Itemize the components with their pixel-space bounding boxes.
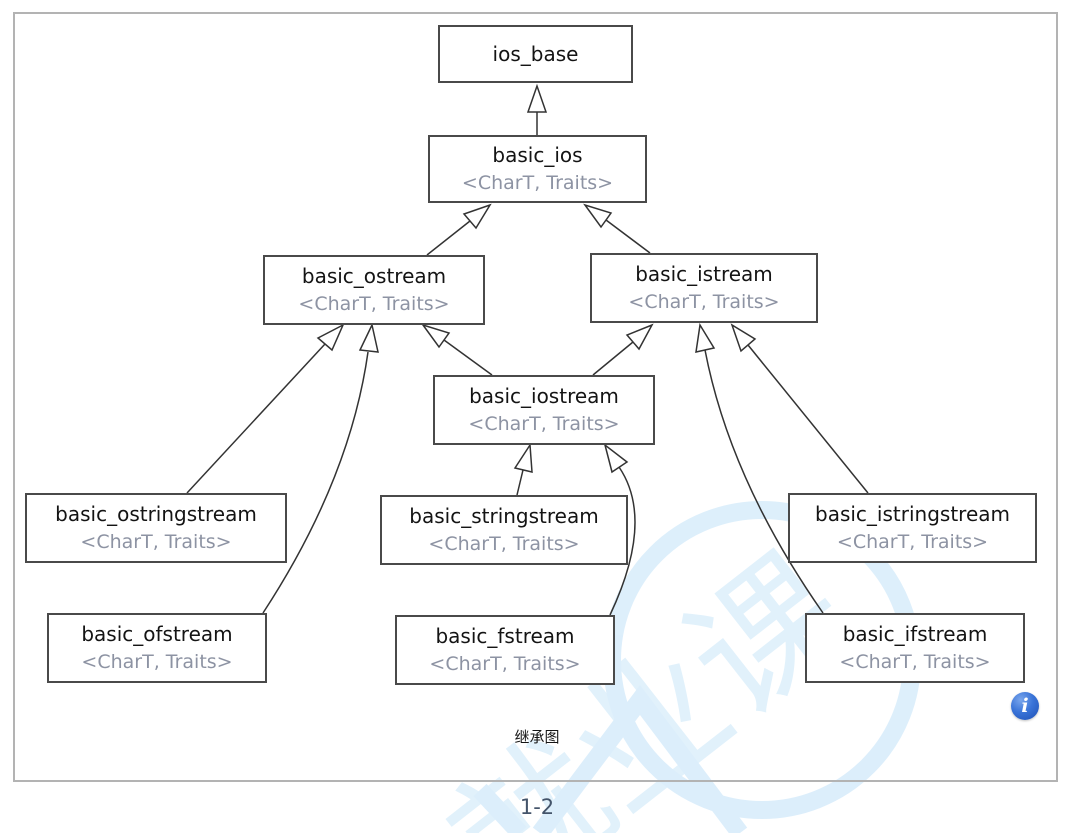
class-box-basic-ifstream: basic_ifstream <CharT, Traits> <box>805 613 1025 683</box>
class-template-params: <CharT, Traits> <box>81 650 233 673</box>
class-box-basic-fstream: basic_fstream <CharT, Traits> <box>395 615 615 685</box>
class-box-basic-stringstream: basic_stringstream <CharT, Traits> <box>380 495 628 565</box>
class-template-params: <CharT, Traits> <box>80 530 232 553</box>
info-icon-glyph: i <box>1021 695 1029 717</box>
class-box-basic-iostream: basic_iostream <CharT, Traits> <box>433 375 655 445</box>
class-name: basic_ofstream <box>81 622 233 647</box>
class-template-params: <CharT, Traits> <box>428 532 580 555</box>
class-template-params: <CharT, Traits> <box>628 290 780 313</box>
class-name: basic_ostringstream <box>55 502 257 527</box>
class-template-params: <CharT, Traits> <box>839 650 991 673</box>
class-template-params: <CharT, Traits> <box>836 530 989 553</box>
class-name: ios_base <box>492 41 579 66</box>
class-template-params: <CharT, Traits> <box>298 292 450 315</box>
class-name: basic_ostream <box>301 264 447 289</box>
class-name: basic_stringstream <box>409 504 599 529</box>
class-template-params: <CharT, Traits> <box>429 652 581 675</box>
class-box-basic-ios: basic_ios <CharT, Traits> <box>428 135 647 203</box>
class-name: basic_istringstream <box>815 502 1010 527</box>
class-box-basic-ostream: basic_ostream <CharT, Traits> <box>263 255 485 325</box>
class-box-basic-ostringstream: basic_ostringstream <CharT, Traits> <box>25 493 287 563</box>
class-name: basic_ifstream <box>842 622 988 647</box>
info-icon[interactable]: i <box>1011 692 1039 720</box>
class-box-basic-ofstream: basic_ofstream <CharT, Traits> <box>47 613 267 683</box>
class-box-basic-istream: basic_istream <CharT, Traits> <box>590 253 818 323</box>
page-number: 1-2 <box>519 795 555 819</box>
class-template-params: <CharT, Traits> <box>468 412 620 435</box>
class-box-basic-istringstream: basic_istringstream <CharT, Traits> <box>788 493 1037 563</box>
class-name: basic_iostream <box>469 384 619 409</box>
class-name: basic_ios <box>492 143 583 168</box>
diagram-caption: 继承图 <box>514 728 560 746</box>
class-name: basic_fstream <box>435 624 575 649</box>
class-box-ios-base: ios_base <box>438 25 633 83</box>
class-template-params: <CharT, Traits> <box>461 171 614 194</box>
class-name: basic_istream <box>635 262 773 287</box>
